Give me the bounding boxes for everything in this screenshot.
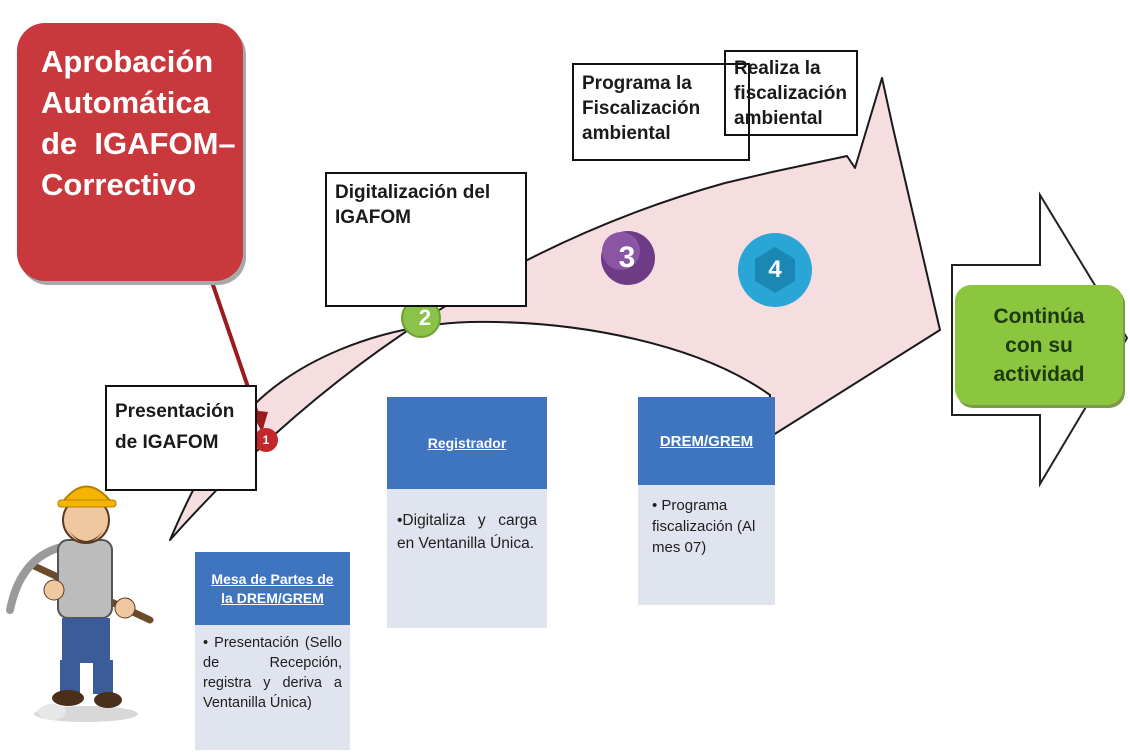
end-box: Continúa con su actividad bbox=[955, 285, 1123, 405]
label-realize: Realiza la fiscalización ambiental bbox=[724, 50, 858, 136]
card-mesa-title-line-2: la DREM/GREM bbox=[221, 589, 324, 606]
label-realize-line-3: ambiental bbox=[734, 108, 823, 129]
end-line-2: con su bbox=[1005, 333, 1073, 357]
badge-3: 3 bbox=[618, 241, 636, 274]
approval-box: Aprobación Automática de IGAFOM– Correct… bbox=[17, 23, 243, 281]
approval-line-2: Automática bbox=[41, 85, 210, 120]
step-1-dot bbox=[254, 428, 278, 452]
label-digitalization: Digitalización del IGAFOM bbox=[325, 172, 527, 307]
card-drem: DREM/GREM • Programa fiscalización (Al m… bbox=[638, 397, 775, 605]
label-program-line-1: Programa la bbox=[582, 73, 692, 94]
label-program-line-2: Fiscalización bbox=[582, 98, 701, 119]
label-presentation-line-1: Presentación bbox=[115, 401, 235, 422]
approval-line-4: Correctivo bbox=[41, 167, 197, 202]
card-drem-title: DREM/GREM bbox=[638, 397, 775, 485]
label-realize-line-1: Realiza la bbox=[734, 58, 821, 79]
curved-flow-arrow bbox=[169, 77, 941, 541]
card-registrador-body: •Digitaliza y carga en Ventanilla Única. bbox=[387, 489, 547, 628]
approval-line-1: Aprobación bbox=[41, 44, 214, 79]
badge-1: 1 bbox=[262, 433, 270, 447]
badge-2: 2 bbox=[418, 305, 432, 330]
label-digitalization-line-2: IGAFOM bbox=[335, 207, 411, 228]
card-drem-body: • Programa fiscalización (Al mes 07) bbox=[638, 485, 775, 605]
badge-4: 4 bbox=[768, 256, 782, 283]
card-registrador-title: Registrador bbox=[387, 397, 547, 489]
label-presentation-line-2: de IGAFOM bbox=[115, 432, 219, 453]
card-mesa-body: • Presentación (Sello de Recepción, regi… bbox=[195, 625, 350, 750]
label-digitalization-line-1: Digitalización del bbox=[335, 182, 491, 203]
card-registrador: Registrador •Digitaliza y carga en Venta… bbox=[387, 397, 547, 628]
card-mesa-title-line-1: Mesa de Partes de bbox=[211, 570, 334, 587]
end-line-3: actividad bbox=[993, 362, 1085, 386]
label-program-line-3: ambiental bbox=[582, 123, 671, 144]
card-mesa: Mesa de Partes de la DREM/GREM • Present… bbox=[195, 552, 350, 750]
miner-icon bbox=[6, 485, 154, 722]
label-realize-line-2: fiscalización bbox=[734, 83, 847, 104]
card-mesa-title: Mesa de Partes de la DREM/GREM bbox=[195, 552, 350, 625]
label-program: Programa la Fiscalización ambiental bbox=[572, 63, 750, 161]
end-line-1: Continúa bbox=[993, 304, 1085, 328]
approval-line-3: de IGAFOM– bbox=[41, 126, 236, 161]
label-presentation: Presentación de IGAFOM bbox=[105, 385, 257, 491]
